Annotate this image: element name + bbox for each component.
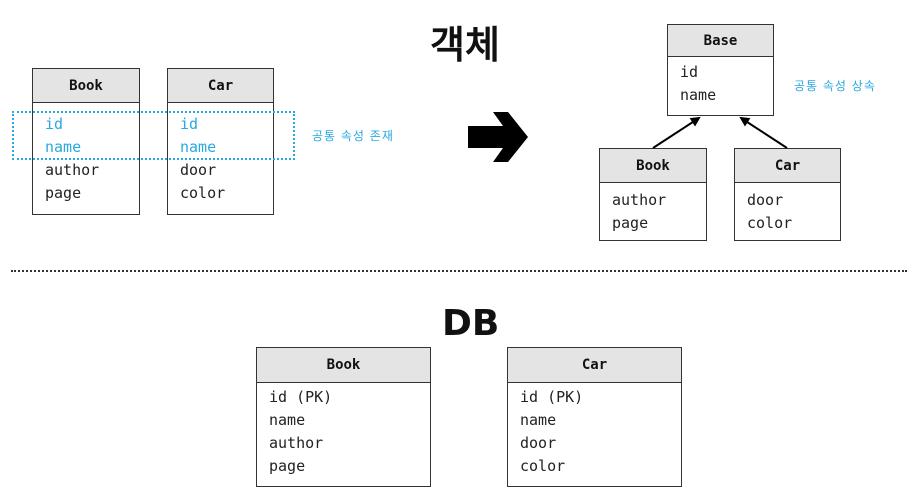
common-attributes-highlight (12, 111, 295, 160)
db-car-table: Car id (PK) name door color (507, 347, 682, 487)
field: door (180, 161, 217, 179)
field: name (680, 86, 717, 104)
entity-header: Book (33, 69, 139, 103)
column: id (PK) (269, 388, 333, 406)
object-car-subclass: Car door color (734, 148, 841, 241)
field: author (612, 191, 667, 209)
column: name (269, 411, 306, 429)
entity-fields: id name door color (168, 103, 273, 211)
inheritance-note: 공통 속성 상속 (794, 79, 876, 93)
field: id (680, 63, 699, 81)
entity-fields: author page (600, 183, 706, 241)
field: color (747, 214, 793, 232)
entity-header: Base (668, 25, 773, 57)
field: page (45, 184, 82, 202)
entity-header: Car (168, 69, 273, 103)
field-common: id (45, 115, 64, 133)
column: author (269, 434, 324, 452)
object-book-entity: Book id name author page (32, 68, 140, 215)
object-book-subclass: Book author page (599, 148, 707, 241)
entity-fields: id name author page (33, 103, 139, 211)
field-common: name (180, 138, 217, 156)
table-header: Car (508, 348, 681, 383)
column: name (520, 411, 557, 429)
table-columns: id (PK) name door color (508, 383, 681, 484)
field: color (180, 184, 226, 202)
field: author (45, 161, 100, 179)
section-divider (11, 270, 907, 272)
db-book-table: Book id (PK) name author page (256, 347, 431, 487)
common-attributes-note: 공통 속성 존재 (312, 129, 394, 143)
entity-fields: door color (735, 183, 840, 241)
book-inherits-arrow-icon (652, 116, 701, 149)
db-section-title: DB (442, 303, 500, 344)
column: page (269, 457, 306, 475)
column: color (520, 457, 566, 475)
car-inherits-arrow-icon (739, 116, 788, 149)
field: door (747, 191, 784, 209)
table-columns: id (PK) name author page (257, 383, 430, 484)
field-common: name (45, 138, 82, 156)
object-base-entity: Base id name (667, 24, 774, 116)
object-section-title: 객체 (430, 23, 500, 67)
field-common: id (180, 115, 199, 133)
entity-header: Car (735, 149, 840, 183)
object-car-entity: Car id name door color (167, 68, 274, 215)
entity-header: Book (600, 149, 706, 183)
field: page (612, 214, 649, 232)
column: door (520, 434, 557, 452)
column: id (PK) (520, 388, 584, 406)
entity-fields: id name (668, 57, 773, 113)
table-header: Book (257, 348, 430, 383)
